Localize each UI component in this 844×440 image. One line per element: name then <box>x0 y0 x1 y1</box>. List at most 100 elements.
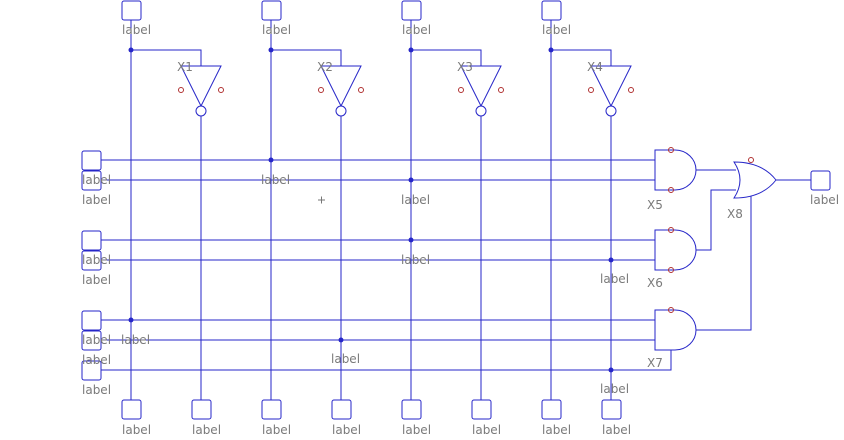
power-pin-icon <box>748 157 754 163</box>
power-pin-icon <box>668 307 674 313</box>
net-label: label <box>261 173 290 187</box>
wire-a-to-x1[interactable] <box>131 49 202 66</box>
gate-ref-label: X6 <box>647 276 663 290</box>
power-pin-icon <box>668 227 674 233</box>
port-label: label <box>810 193 839 207</box>
junction <box>338 337 344 343</box>
output-port[interactable] <box>331 399 352 420</box>
power-pin-icon <box>318 87 324 93</box>
net-label: label <box>121 333 150 347</box>
junction <box>128 47 134 53</box>
inverter-ref-label: X2 <box>317 60 333 74</box>
output-port[interactable] <box>541 399 562 420</box>
power-pin-icon <box>668 267 674 273</box>
ports <box>81 0 831 420</box>
gate-ref-label: X8 <box>727 207 743 221</box>
wire-x7-to-x8[interactable] <box>696 196 752 331</box>
port-label: label <box>262 423 291 437</box>
wire-c-to-x3[interactable] <box>411 49 482 66</box>
power-pin-icon <box>458 87 464 93</box>
power-pin-icon <box>178 87 184 93</box>
wires <box>101 20 811 400</box>
junctions <box>128 47 614 373</box>
input-port[interactable] <box>81 360 102 381</box>
input-port[interactable] <box>121 0 142 21</box>
or-gate-x8[interactable]: X8 <box>727 157 777 222</box>
port-label: label <box>82 193 111 207</box>
port-label: label <box>192 423 221 437</box>
net-labels: label label label label label label labe… <box>121 173 629 396</box>
port-label: label <box>402 423 431 437</box>
port-label: label <box>82 383 111 397</box>
inverter-bubble <box>475 105 487 117</box>
port-label: label <box>122 23 151 37</box>
and-gate-x5[interactable]: X5 <box>647 147 697 213</box>
power-pin-icon <box>218 87 224 93</box>
wire-d-to-x4[interactable] <box>551 49 612 66</box>
input-port[interactable] <box>81 250 102 271</box>
junction <box>268 47 274 53</box>
output-port[interactable] <box>601 399 622 420</box>
output-port[interactable] <box>401 399 422 420</box>
output-port[interactable] <box>121 399 142 420</box>
port-label: label <box>82 273 111 287</box>
wire-x6-to-x8[interactable] <box>696 189 736 251</box>
gate-ref-label: X7 <box>647 356 663 370</box>
inverter-ref-label: X3 <box>457 60 473 74</box>
port-label: label <box>82 333 111 347</box>
port-label: label <box>542 423 571 437</box>
and-gate-x6[interactable]: X6 <box>647 227 697 291</box>
power-pin-icon <box>588 87 594 93</box>
junction <box>408 237 414 243</box>
port-label: label <box>602 423 631 437</box>
port-label: label <box>542 23 571 37</box>
port-labels: label label label label label label labe… <box>82 23 839 437</box>
net-label: label <box>401 193 430 207</box>
junction <box>128 317 134 323</box>
output-port[interactable] <box>261 399 282 420</box>
output-port[interactable] <box>810 170 831 191</box>
power-pin-icon <box>628 87 634 93</box>
input-port[interactable] <box>401 0 422 21</box>
port-label: label <box>82 353 111 367</box>
inverter-x4[interactable]: X4 <box>587 60 634 117</box>
net-label: label <box>401 253 430 267</box>
power-pin-icon <box>358 87 364 93</box>
input-port[interactable] <box>81 150 102 171</box>
input-port[interactable] <box>261 0 282 21</box>
port-label: label <box>332 423 361 437</box>
inverter-ref-label: X4 <box>587 60 603 74</box>
input-port[interactable] <box>81 310 102 331</box>
junction <box>268 157 274 163</box>
output-port[interactable] <box>191 399 212 420</box>
junction <box>548 47 554 53</box>
input-port[interactable] <box>81 170 102 191</box>
inverter-x3[interactable]: X3 <box>457 60 504 117</box>
port-label: label <box>262 23 291 37</box>
input-port[interactable] <box>81 230 102 251</box>
and-gate-x7[interactable]: X7 <box>647 307 697 371</box>
output-port[interactable] <box>471 399 492 420</box>
net-label: label <box>331 352 360 366</box>
power-pin-icon <box>668 147 674 153</box>
wire-row-7[interactable] <box>101 350 672 371</box>
junction <box>408 177 414 183</box>
port-label: label <box>402 23 431 37</box>
net-label: label <box>600 382 629 396</box>
crosshair-cursor-icon <box>318 196 325 204</box>
inverter-bubble <box>195 105 207 117</box>
port-label: label <box>122 423 151 437</box>
inverter-ref-label: X1 <box>177 60 193 74</box>
gate-ref-label: X5 <box>647 198 663 212</box>
junction <box>608 257 614 263</box>
inverter-x2[interactable]: X2 <box>317 60 364 117</box>
input-port[interactable] <box>81 330 102 351</box>
inverter-x1[interactable]: X1 <box>177 60 224 117</box>
inverter-bubble <box>605 105 617 117</box>
wire-b-to-x2[interactable] <box>271 49 342 66</box>
inverter-bubble <box>335 105 347 117</box>
input-port[interactable] <box>541 0 562 21</box>
port-label: label <box>472 423 501 437</box>
junction <box>408 47 414 53</box>
